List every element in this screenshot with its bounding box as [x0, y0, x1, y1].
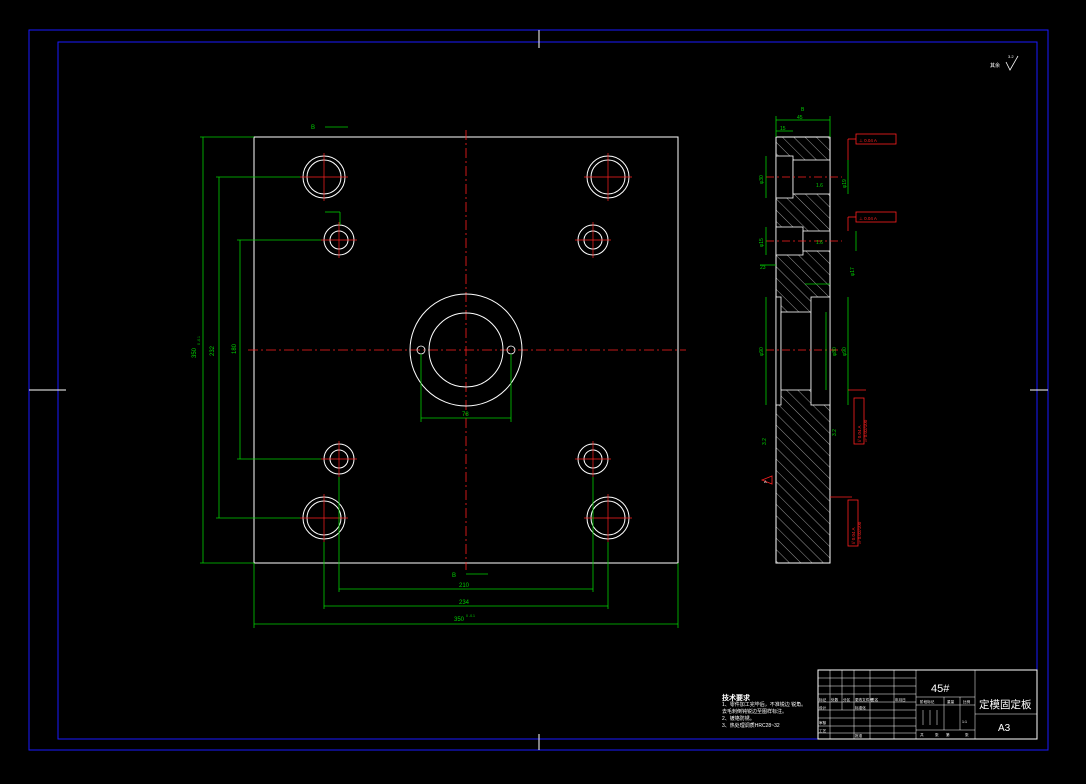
svg-text:232: 232 — [210, 345, 216, 356]
svg-text:φ30: φ30 — [759, 175, 765, 184]
svg-text:▱ 0.02/100: ▱ 0.02/100 — [857, 521, 862, 544]
svg-text:A: A — [764, 479, 767, 484]
center-bore-outer — [409, 293, 523, 407]
svg-text:210: 210 — [459, 583, 470, 589]
svg-text:⊥ 0.04 A: ⊥ 0.04 A — [859, 216, 877, 221]
svg-text:23: 23 — [760, 265, 766, 271]
center-bore-inner — [428, 312, 504, 388]
svg-text:批准: 批准 — [855, 733, 863, 738]
svg-text:更改文件号: 更改文件号 — [855, 697, 873, 702]
svg-text:阶段标记: 阶段标记 — [920, 699, 935, 704]
svg-text:350: 350 — [454, 617, 465, 623]
svg-text:0 -0.1: 0 -0.1 — [466, 614, 475, 618]
svg-text:1:1: 1:1 — [962, 720, 967, 724]
centering-marks — [29, 30, 1048, 750]
svg-text:180: 180 — [232, 343, 238, 354]
technical-note-2: 去毛刺倒钝锐边至图样标注。 — [722, 709, 788, 715]
outer-border — [28, 29, 1049, 751]
title-block-labels: 标记 处数 分区 更改文件号 签名 年月日 设计 标准化 审核 工艺 批准 阶段… — [819, 697, 971, 738]
technical-notes: 技术要求 1、零件加工完毕后，不准锐边 锐角。 去毛刺倒钝锐边至图样标注。 2、… — [722, 695, 806, 730]
svg-text:78: 78 — [462, 412, 469, 418]
section-view: B 45 15 φ30 φ19 φ15 φ17 23 φ90 φ80 φ90 1… — [759, 107, 897, 564]
inner-border — [57, 41, 1038, 740]
svg-text:234: 234 — [459, 600, 470, 606]
svg-text:张: 张 — [935, 732, 939, 737]
part-name-text: 定模固定板 — [979, 698, 1032, 711]
roughness-symbol: 其余 3.2 — [990, 54, 1019, 71]
section-dim-lines — [760, 116, 857, 405]
svg-text:标记: 标记 — [819, 697, 827, 702]
svg-text:φ90: φ90 — [759, 347, 765, 356]
svg-text:φ90: φ90 — [842, 347, 848, 356]
svg-text:3.2: 3.2 — [832, 429, 838, 436]
svg-text:φ19: φ19 — [842, 179, 848, 188]
svg-text:0 -0.1: 0 -0.1 — [197, 336, 201, 345]
dimension-texts: 350 232 180 210 234 350 78 B B — [192, 125, 470, 623]
section-cutouts — [775, 155, 831, 406]
sheet-size-text: A3 — [998, 723, 1011, 734]
svg-text:1.6: 1.6 — [816, 240, 823, 246]
svg-text:比例: 比例 — [963, 699, 971, 704]
svg-text:φ15: φ15 — [759, 238, 765, 247]
dimension-lines — [200, 126, 679, 628]
hole-centerlines — [300, 153, 632, 542]
technical-note-4: 3、热处理调质HRC28~32 — [722, 723, 780, 729]
svg-text:350: 350 — [192, 347, 198, 358]
svg-text:审核: 审核 — [819, 720, 827, 725]
svg-text:45: 45 — [797, 115, 803, 121]
svg-text:第: 第 — [946, 732, 950, 737]
material-text: 45# — [931, 683, 950, 695]
svg-text:φ17: φ17 — [850, 267, 856, 276]
tolerance-texts: 0 -0.1 0 -0.1 — [197, 336, 475, 618]
svg-text:处数: 处数 — [831, 697, 839, 702]
center-lines — [248, 130, 686, 570]
svg-text:B: B — [452, 573, 456, 579]
section-dim-texts: B 45 15 φ30 φ19 φ15 φ17 23 φ90 φ80 φ90 1… — [759, 107, 856, 445]
svg-text:标准化: 标准化 — [855, 705, 866, 710]
svg-text:其余: 其余 — [990, 62, 1000, 69]
title-block: 标记 处数 分区 更改文件号 签名 年月日 设计 标准化 审核 工艺 批准 阶段… — [817, 669, 1038, 740]
svg-text:共: 共 — [920, 732, 924, 737]
svg-text:分区: 分区 — [843, 697, 851, 702]
svg-text:年月日: 年月日 — [895, 697, 906, 702]
svg-text:工艺: 工艺 — [819, 728, 827, 733]
svg-text:B: B — [801, 107, 805, 113]
tolerance-texts-side: ⊥ 0.04 A ⊥ 0.04 A // 0.04 A ▱ 0.02/100 /… — [764, 138, 877, 544]
svg-text:3.2: 3.2 — [762, 438, 768, 445]
svg-text:重量: 重量 — [947, 699, 955, 704]
svg-text:// 0.04 A: // 0.04 A — [857, 425, 862, 442]
technical-notes-title: 技术要求 — [722, 695, 750, 702]
svg-text:// 0.04 A: // 0.04 A — [851, 527, 856, 544]
section-centerlines — [766, 176, 842, 351]
front-view: 350 232 180 210 234 350 78 B B 0 -0.1 0 … — [192, 125, 686, 628]
svg-text:1.6: 1.6 — [816, 183, 823, 189]
svg-text:张: 张 — [965, 732, 969, 737]
tolerance-frames — [760, 133, 897, 547]
svg-text:⊥ 0.04 A: ⊥ 0.04 A — [859, 138, 877, 143]
svg-text:3.2: 3.2 — [1008, 54, 1014, 59]
technical-note-3: 2、镀铬防锈。 — [722, 716, 755, 722]
svg-text:15: 15 — [780, 126, 786, 132]
technical-note-1: 1、零件加工完毕后，不准锐边 锐角。 — [722, 702, 807, 708]
svg-text:▱ 0.02/100: ▱ 0.02/100 — [863, 419, 868, 442]
svg-text:B: B — [311, 125, 315, 131]
svg-text:设计: 设计 — [819, 705, 827, 710]
svg-text:φ80: φ80 — [832, 347, 838, 356]
svg-text:签名: 签名 — [871, 697, 879, 702]
